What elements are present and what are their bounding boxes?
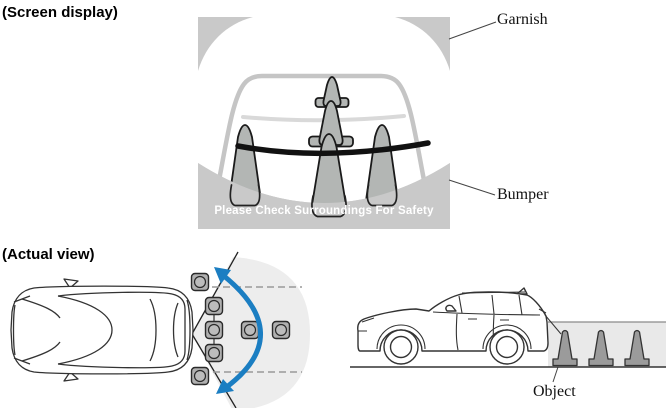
cone-base-outline-left <box>229 184 261 207</box>
car-mirror-bottom <box>63 371 79 382</box>
side-view-cones <box>552 329 650 367</box>
top-view-cone <box>204 296 224 316</box>
top-view-cone <box>204 320 224 340</box>
fov-sweep-arrow <box>214 267 263 394</box>
safety-message: Please Check Surroundings For Safety <box>214 205 434 217</box>
fov-edge-lines <box>191 251 239 408</box>
belt-line <box>432 311 541 316</box>
car-rear-edge <box>186 299 191 361</box>
side-cone-1 <box>552 329 578 367</box>
actual-view-section-label: (Actual view) <box>2 246 95 263</box>
front-wheel <box>383 329 419 365</box>
side-mirror <box>445 304 457 312</box>
fov-edge-top <box>191 251 239 335</box>
side-view-diagram <box>350 287 666 368</box>
side-view-car <box>357 287 549 365</box>
rear-wheel-rim <box>495 335 519 359</box>
cone-base-outlines <box>229 184 398 218</box>
pillar-lines <box>458 294 523 316</box>
headlight-grille-lines <box>358 317 375 332</box>
fov-range-dashed-lines <box>212 286 302 373</box>
fov-edge-bottom <box>191 333 237 408</box>
side-cone-2 <box>588 329 614 367</box>
screen-display-section-label: (Screen display) <box>2 4 118 21</box>
tail-light-line <box>538 308 547 314</box>
car-mirror-top <box>63 278 79 289</box>
top-view-car <box>10 278 194 382</box>
top-view-cone <box>240 320 260 340</box>
rear-wheel-arch <box>482 324 532 350</box>
screen-display-panel <box>198 17 450 229</box>
car-windshield <box>57 295 113 365</box>
garnish-leader-line <box>448 21 497 40</box>
top-view-cone <box>204 343 224 363</box>
top-view-diagram <box>10 251 310 408</box>
cone-base-outline-right <box>366 184 398 207</box>
car-front-line <box>12 304 16 356</box>
car-hatch-rim <box>172 302 179 358</box>
guide-trapezoid <box>213 73 430 199</box>
bumper-leader-line <box>448 179 496 196</box>
sweep-arrow-arc <box>222 274 263 388</box>
door-handles <box>468 318 509 321</box>
front-wheel-arch <box>376 324 426 350</box>
suv-body-outline <box>357 291 549 352</box>
front-wheel-rim <box>389 335 413 359</box>
suv-detail-lines <box>358 291 547 351</box>
object-callout-label: Object <box>533 383 576 400</box>
car-body-outline <box>10 285 194 375</box>
car-greenhouse <box>57 291 186 369</box>
car-detail-lines <box>12 291 191 369</box>
cone-base-outline-center <box>311 195 347 218</box>
car-hood-creases <box>21 298 61 362</box>
bumper-callout-label: Bumper <box>497 186 549 203</box>
parking-guide-lines <box>213 73 430 199</box>
car-roof-rear-edge <box>149 298 157 362</box>
camera-sight-line <box>544 314 562 335</box>
rear-wheel <box>489 329 525 365</box>
garnish-callout-label: Garnish <box>497 11 548 28</box>
sweep-arrow-head-top <box>214 267 231 284</box>
top-view-cone <box>190 366 210 386</box>
distance-warning-line <box>235 140 431 157</box>
roof-rail-line <box>461 291 526 294</box>
sweep-arrow-head-bottom <box>216 379 234 394</box>
bumper-area <box>198 163 450 229</box>
top-view-cone <box>190 272 210 292</box>
side-cone-3 <box>624 329 650 367</box>
top-view-cone <box>271 320 291 340</box>
top-view-cones <box>190 272 291 386</box>
